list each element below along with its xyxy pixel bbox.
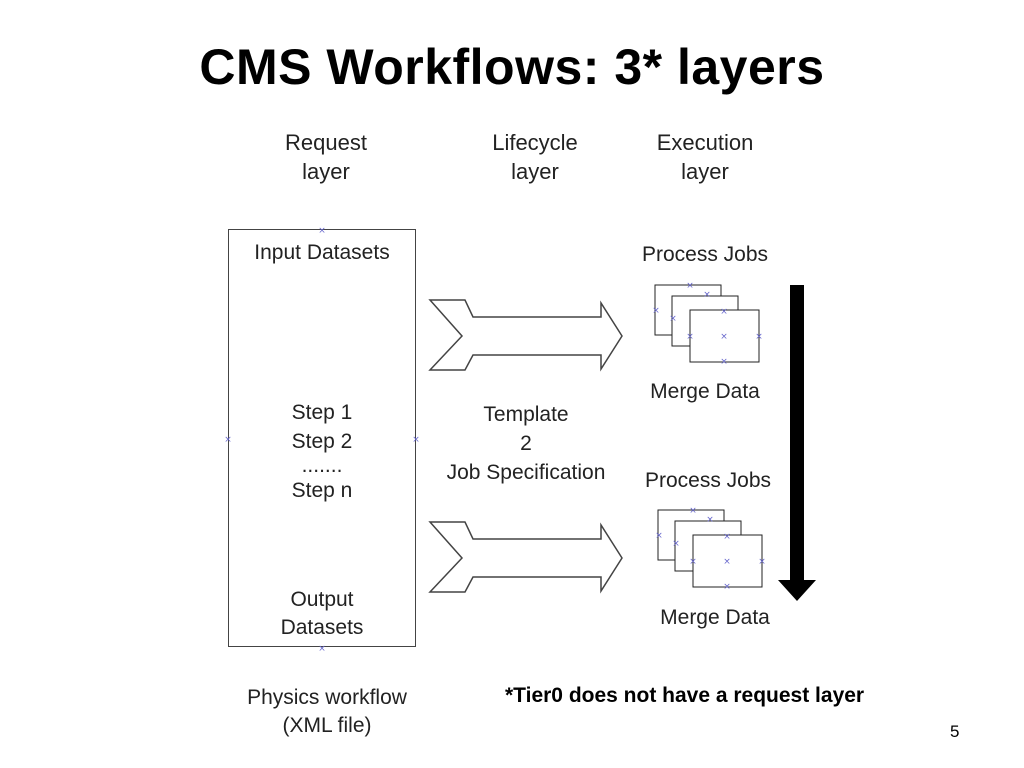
output-datasets-label: Output Datasets [228,586,416,642]
svg-text:×: × [720,307,728,317]
workflow-caption: Physics workflow (XML file) [212,684,442,740]
workflow-caption-line2: (XML file) [282,714,372,737]
svg-text:×: × [224,435,232,445]
physics-workflow-box [228,229,416,647]
output-datasets-line1: Output [290,588,354,611]
svg-text:×: × [318,226,326,236]
svg-text:×: × [723,582,731,592]
process-jobs-label-1: Process Jobs [641,243,769,266]
svg-text:×: × [720,357,728,367]
slide-title: CMS Workflows: 3* layers [199,39,825,95]
step-ellipsis-label: ....... [301,454,343,477]
template-label-line2: 2 [520,432,532,455]
process-jobs-label-2: Process Jobs [644,469,772,492]
svg-text:×: × [706,515,714,525]
svg-text:×: × [686,332,694,342]
svg-text:×: × [686,281,694,291]
svg-text:×: × [703,290,711,300]
job-stack-2 [657,509,763,588]
svg-text:×: × [669,314,677,324]
input-datasets-label: Input Datasets [254,241,390,264]
lifecycle-layer-header-line2: layer [511,159,559,184]
chevron-arrow-lower [428,521,623,594]
svg-text:×: × [755,332,763,342]
job-sheet [692,534,763,588]
job-stack-1 [654,284,760,363]
svg-text:×: × [758,557,766,567]
step-n-label: Step n [291,479,353,502]
lifecycle-layer-header: Lifecycle layer [465,128,605,186]
merge-data-label-1: Merge Data [650,380,760,403]
execution-layer-header-line2: layer [681,159,729,184]
lifecycle-layer-header-line1: Lifecycle [492,130,578,155]
svg-text:×: × [318,644,326,654]
template-label: Template 2 Job Specification [430,400,622,487]
workflow-caption-line1: Physics workflow [247,686,407,709]
job-sheet [689,309,760,363]
selection-markers: × × × × × × × × × × × × × × × × × × × × … [224,226,766,654]
svg-text:×: × [720,332,728,342]
request-layer-header-line2: layer [302,159,350,184]
svg-text:×: × [723,557,731,567]
merge-data-label-2: Merge Data [660,606,770,629]
svg-text:×: × [655,531,663,541]
output-datasets-line2: Datasets [280,616,364,639]
step-2-label: Step 2 [291,430,353,453]
svg-text:×: × [723,532,731,542]
execution-layer-header-line1: Execution [656,130,754,155]
svg-text:×: × [689,557,697,567]
svg-text:×: × [689,506,697,516]
down-arrow [778,285,816,601]
template-label-line1: Template [483,403,569,426]
chevron-arrow-upper [428,299,623,372]
execution-layer-header: Execution layer [635,128,775,186]
request-layer-header-line1: Request [285,130,367,155]
footnote: *Tier0 does not have a request layer [505,684,865,707]
template-label-line3: Job Specification [446,461,606,484]
page-number: 5 [950,722,960,741]
step-1-label: Step 1 [291,401,353,424]
steps-list: Step 1 Step 2 ....... Step n [228,398,416,505]
svg-text:×: × [412,435,420,445]
svg-text:×: × [672,539,680,549]
svg-text:×: × [652,306,660,316]
request-layer-header: Request layer [256,128,396,186]
